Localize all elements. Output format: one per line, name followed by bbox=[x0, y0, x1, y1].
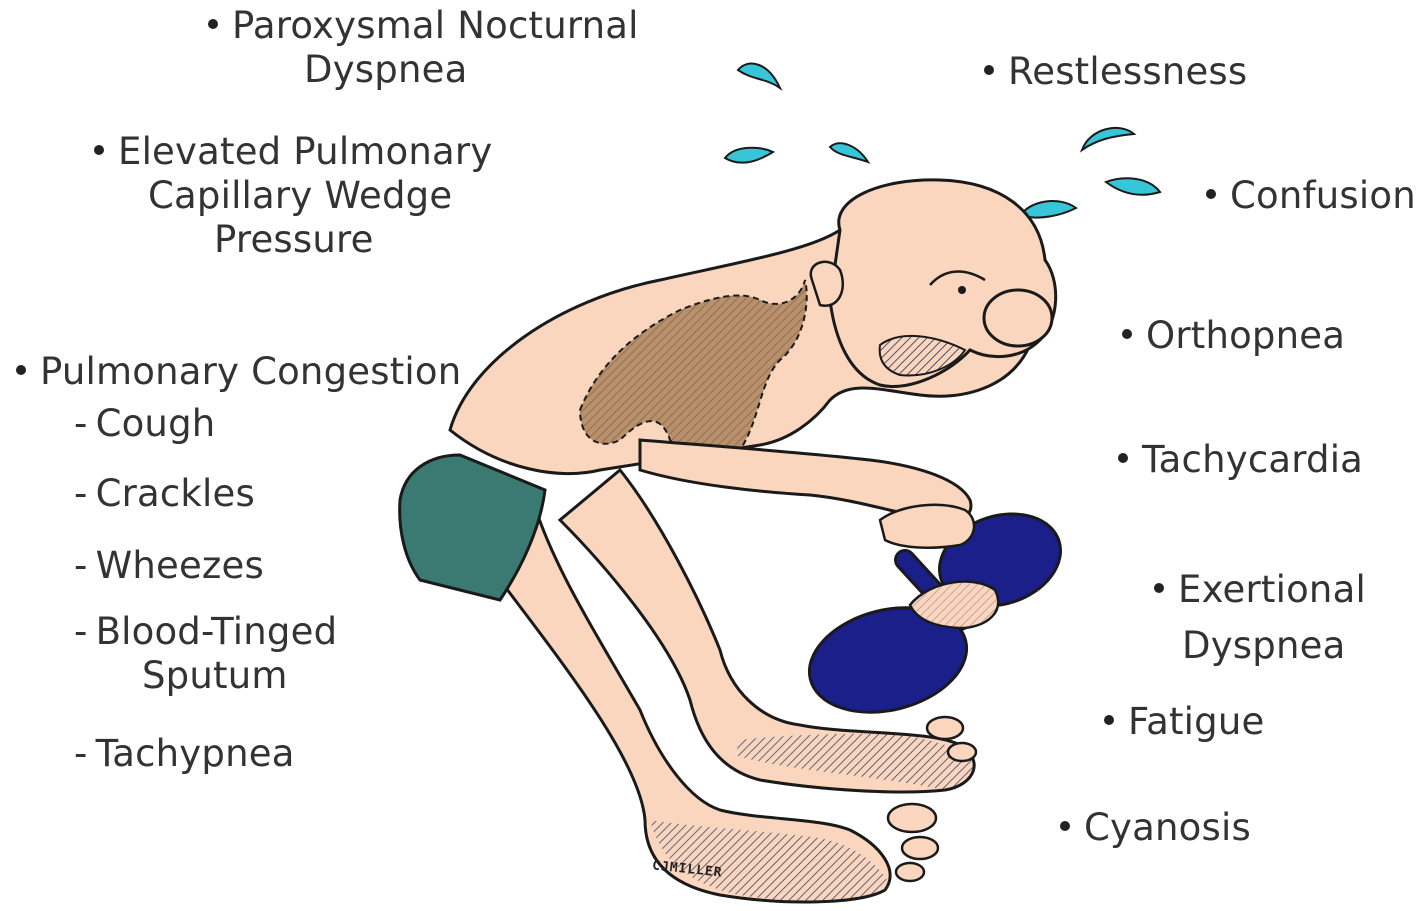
bullet-icon bbox=[1154, 583, 1164, 593]
sweat-drop bbox=[738, 64, 780, 88]
label-line: Dyspnea bbox=[1154, 624, 1366, 668]
label-line: Confusion bbox=[1230, 174, 1416, 217]
sweat-drop bbox=[1082, 128, 1134, 150]
label-elevated-pcwp: Elevated Pulmonary Capillary Wedge Press… bbox=[94, 130, 492, 262]
dash-icon: - bbox=[74, 732, 88, 775]
label-cough: -Cough bbox=[74, 402, 215, 446]
label-line: Crackles bbox=[96, 472, 255, 515]
label-paroxysmal-nocturnal-dyspnea: Paroxysmal Nocturnal Dyspnea bbox=[208, 4, 639, 92]
label-line: Tachypnea bbox=[96, 732, 295, 775]
label-restlessness: Restlessness bbox=[984, 50, 1247, 94]
label-cyanosis: Cyanosis bbox=[1060, 806, 1251, 850]
label-tachypnea: -Tachypnea bbox=[74, 732, 295, 776]
label-pulmonary-congestion: Pulmonary Congestion bbox=[16, 350, 461, 394]
bullet-icon bbox=[1060, 821, 1070, 831]
bullet-icon bbox=[1122, 329, 1132, 339]
label-line: Sputum bbox=[74, 654, 337, 698]
nose bbox=[984, 290, 1052, 346]
dash-icon: - bbox=[74, 402, 88, 445]
dash-icon: - bbox=[74, 610, 88, 653]
bullet-icon bbox=[1118, 453, 1128, 463]
label-line: Orthopnea bbox=[1146, 314, 1345, 357]
dash-icon: - bbox=[74, 544, 88, 587]
sweat-drop bbox=[725, 148, 773, 163]
sweat-drop bbox=[830, 143, 868, 162]
label-tachycardia: Tachycardia bbox=[1118, 438, 1363, 482]
label-exertional-dyspnea: Exertional Dyspnea bbox=[1154, 568, 1366, 668]
label-line: Tachycardia bbox=[1142, 438, 1363, 481]
label-line: Cough bbox=[96, 402, 216, 445]
label-confusion: Confusion bbox=[1206, 174, 1416, 218]
label-wheezes: -Wheezes bbox=[74, 544, 264, 588]
label-line: Elevated Pulmonary bbox=[118, 130, 492, 173]
bullet-icon bbox=[94, 145, 104, 155]
label-fatigue: Fatigue bbox=[1104, 700, 1264, 744]
label-line: Blood-Tinged bbox=[96, 610, 338, 653]
label-line: Cyanosis bbox=[1084, 806, 1251, 849]
label-line: Restlessness bbox=[1008, 50, 1247, 93]
sweat-drop bbox=[1106, 178, 1160, 194]
label-orthopnea: Orthopnea bbox=[1122, 314, 1345, 358]
label-line: Capillary Wedge bbox=[94, 174, 492, 218]
dash-icon: - bbox=[74, 472, 88, 515]
label-line: Fatigue bbox=[1128, 700, 1264, 743]
label-blood-tinged-sputum: -Blood-Tinged Sputum bbox=[74, 610, 337, 698]
bullet-icon bbox=[1206, 189, 1216, 199]
label-crackles: -Crackles bbox=[74, 472, 255, 516]
bullet-icon bbox=[1104, 715, 1114, 725]
bullet-icon bbox=[16, 365, 26, 375]
label-line: Wheezes bbox=[96, 544, 264, 587]
label-line: Pulmonary Congestion bbox=[40, 350, 461, 393]
label-line: Pressure bbox=[94, 218, 492, 262]
label-line: Exertional bbox=[1178, 568, 1366, 611]
label-line: Paroxysmal Nocturnal bbox=[232, 4, 639, 47]
eye bbox=[958, 286, 966, 294]
label-line: Dyspnea bbox=[208, 48, 639, 92]
bullet-icon bbox=[208, 19, 218, 29]
bullet-icon bbox=[984, 65, 994, 75]
